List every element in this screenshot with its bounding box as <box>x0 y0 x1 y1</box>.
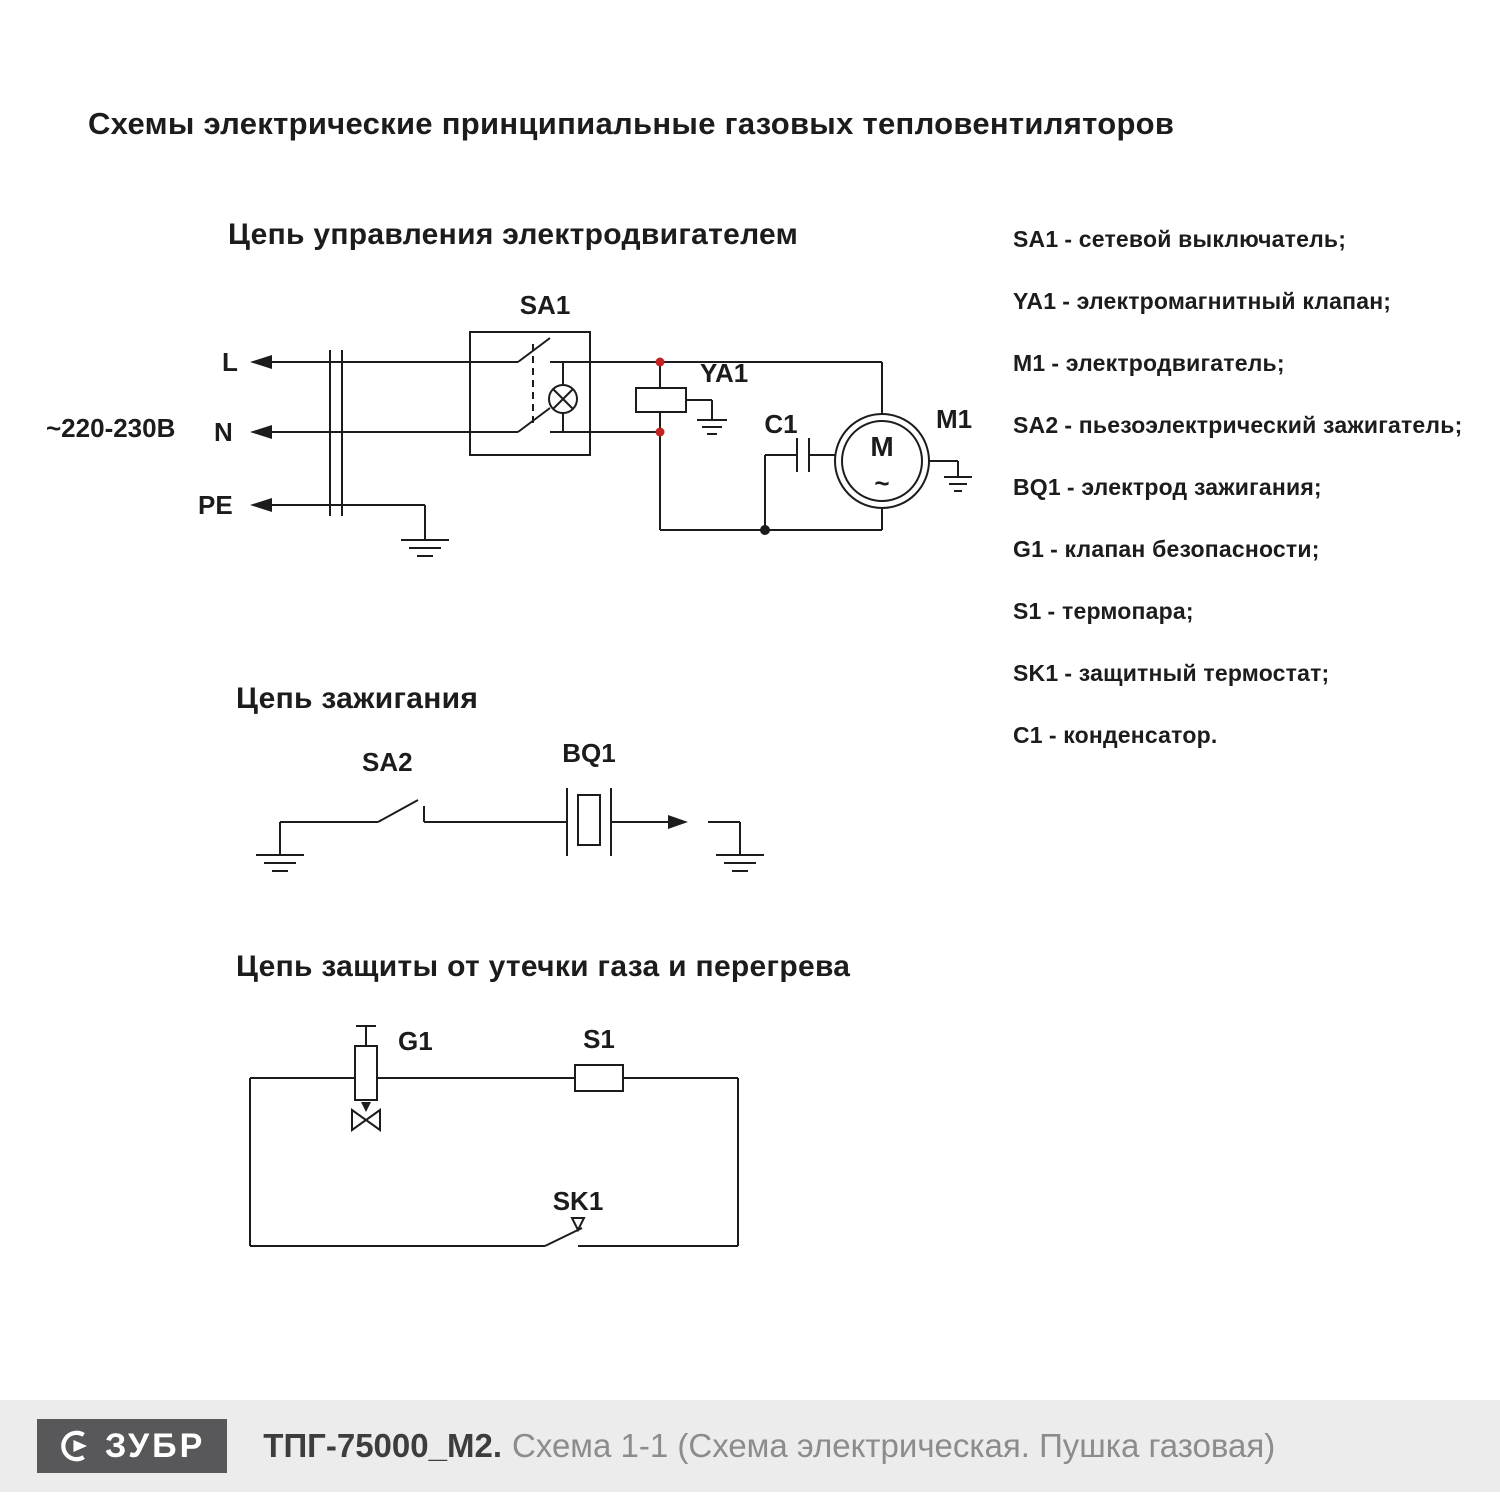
circuit-ignition-title: Цепь зажигания <box>236 682 479 715</box>
legend-text: - пьезоэлектрический зажигатель; <box>1064 412 1463 438</box>
supply-arrow-icons <box>250 355 272 512</box>
legend-item-ya1: YA1- электромагнитный клапан; <box>1013 288 1462 315</box>
legend-text: - защитный термостат; <box>1064 660 1330 686</box>
legend-ref: BQ1 <box>1013 474 1061 500</box>
legend: SA1- сетевой выключатель; YA1- электрома… <box>1013 226 1462 749</box>
schema-caption: Схема 1-1 (Схема электрическая. Пушка га… <box>511 1427 1276 1464</box>
legend-ref: SA1 <box>1013 226 1059 252</box>
sk1-label: SK1 <box>553 1186 604 1216</box>
pe-ground-icon <box>401 539 449 557</box>
supply-wires <box>272 350 882 540</box>
legend-ref: YA1 <box>1013 288 1057 314</box>
sk1-thermostat <box>544 1217 586 1247</box>
legend-item-g1: G1- клапан безопасности; <box>1013 536 1462 563</box>
legend-ref: S1 <box>1013 598 1042 624</box>
sa1-switch <box>469 331 591 456</box>
g1-safety-valve <box>351 1025 381 1132</box>
legend-ref: SK1 <box>1013 660 1059 686</box>
legend-item-c1: C1- конденсатор. <box>1013 722 1462 749</box>
sa2-switch <box>377 799 425 823</box>
legend-ref: C1 <box>1013 722 1043 748</box>
motor-letter: M <box>870 431 893 462</box>
sa1-label: SA1 <box>520 290 571 320</box>
schematic-diagrams: ~220-230В L N PE <box>46 290 972 1247</box>
model-number: ТПГ-75000_М2. <box>263 1427 502 1464</box>
legend-item-s1: S1- термопара; <box>1013 598 1462 625</box>
legend-text: - электродвигатель; <box>1051 350 1285 376</box>
circuit-protection-diagram: G1 S1 SK1 <box>249 1024 739 1247</box>
legend-text: - конденсатор. <box>1048 722 1218 748</box>
legend-text: - электрод зажигания; <box>1066 474 1322 500</box>
motor-wave: ~ <box>874 468 889 498</box>
legend-ref: SA2 <box>1013 412 1059 438</box>
legend-text: - клапан безопасности; <box>1050 536 1320 562</box>
ya1-label: YA1 <box>700 358 748 388</box>
terminal-pe-label: PE <box>198 490 233 520</box>
m1-motor <box>834 362 972 530</box>
legend-item-bq1: BQ1- электрод зажигания; <box>1013 474 1462 501</box>
protection-loop-wires <box>249 1077 739 1247</box>
footer-bar: ЗУБР ТПГ-75000_М2.Схема 1-1 (Схема элект… <box>0 1400 1500 1492</box>
footer-caption: ТПГ-75000_М2.Схема 1-1 (Схема электричес… <box>263 1427 1275 1465</box>
circuit-protection-title: Цепь защиты от утечки газа и перегрева <box>236 950 851 983</box>
circuit-control-diagram: ~220-230В L N PE <box>46 290 972 557</box>
legend-item-sa1: SA1- сетевой выключатель; <box>1013 226 1462 253</box>
legend-item-sa2: SA2- пьезоэлектрический зажигатель; <box>1013 412 1462 439</box>
terminal-n-label: N <box>214 417 233 447</box>
voltage-label: ~220-230В <box>46 413 175 443</box>
zubr-logo: ЗУБР <box>37 1419 228 1473</box>
sa2-label: SA2 <box>362 747 413 777</box>
c1-capacitor <box>764 438 835 530</box>
circuit-ignition-diagram: SA2 BQ1 <box>256 738 764 872</box>
legend-item-m1: M1- электродвигатель; <box>1013 350 1462 377</box>
m1-label: M1 <box>936 404 972 434</box>
page-title: Схемы электрические принципиальные газов… <box>88 106 1175 141</box>
c1-label: C1 <box>764 409 797 439</box>
legend-ref: G1 <box>1013 536 1045 562</box>
ignition-left-ground-icon <box>256 822 304 872</box>
bq1-electrode <box>566 788 688 856</box>
legend-ref: M1 <box>1013 350 1046 376</box>
ignition-right-ground-icon <box>708 821 764 872</box>
g1-label: G1 <box>398 1026 433 1056</box>
junction-dot <box>655 427 665 437</box>
legend-text: - сетевой выключатель; <box>1064 226 1347 252</box>
legend-text: - электромагнитный клапан; <box>1062 288 1392 314</box>
s1-thermocouple <box>574 1064 624 1092</box>
s1-label: S1 <box>583 1024 615 1054</box>
zubr-logo-icon <box>61 1430 88 1462</box>
junction-dot <box>655 357 665 367</box>
bq1-label: BQ1 <box>562 738 615 768</box>
terminal-l-label: L <box>222 347 238 377</box>
circuit-control-title: Цепь управления электродвигателем <box>228 218 799 251</box>
legend-item-sk1: SK1- защитный термостат; <box>1013 660 1462 687</box>
brand-name: ЗУБР <box>105 1426 206 1465</box>
legend-text: - термопара; <box>1047 598 1194 624</box>
